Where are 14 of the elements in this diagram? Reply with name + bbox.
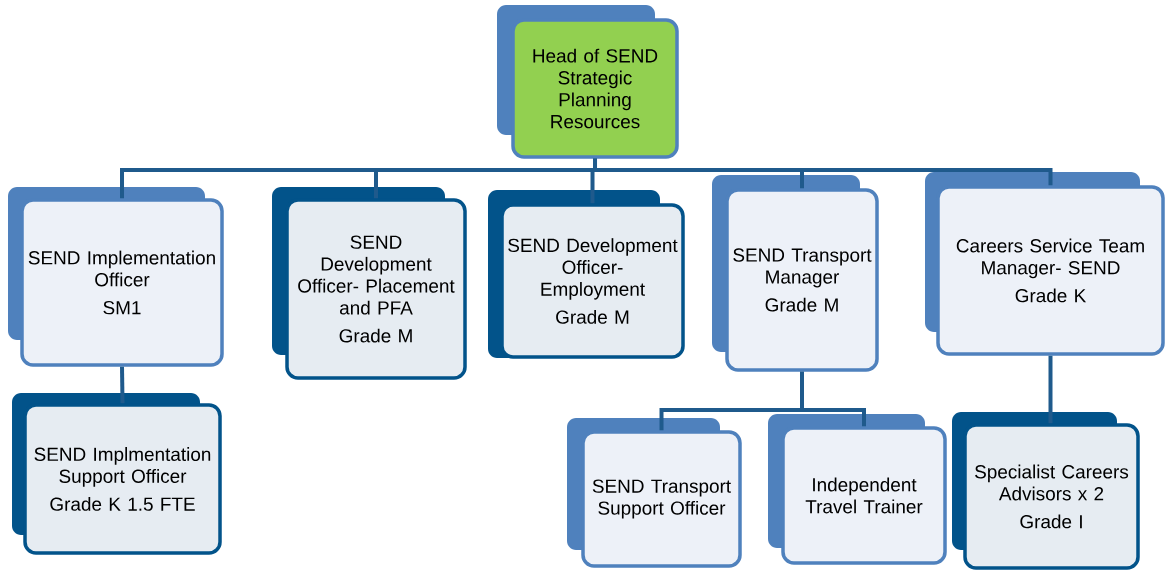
org-box: Careers Service Team Manager- SEND Grade K bbox=[925, 172, 1165, 356]
org-box: Specialist Careers Advisors x 2 Grade I bbox=[952, 412, 1140, 570]
connector-line bbox=[120, 366, 125, 404]
org-box: SEND Development Officer- Placement and PFA Grade M bbox=[272, 187, 467, 380]
org-box: SEND Transport Support Officer bbox=[567, 418, 742, 568]
org-box: SEND Development Officer- Employment Grade M bbox=[488, 190, 685, 359]
org-box: Independent Travel Trainer bbox=[768, 414, 947, 565]
org-box: SEND Implementation Officer SM1 bbox=[8, 187, 224, 367]
connector-line bbox=[593, 158, 1053, 186]
connector-line bbox=[1048, 355, 1053, 424]
connector-line bbox=[800, 371, 866, 427]
org-box: SEND Transport Manager Grade M bbox=[712, 175, 879, 372]
org-box: SEND Implmentation Support Officer Grade K 1.5 FTE bbox=[12, 393, 222, 555]
org-box: Head of SEND Strategic Planning Resources bbox=[497, 5, 679, 159]
